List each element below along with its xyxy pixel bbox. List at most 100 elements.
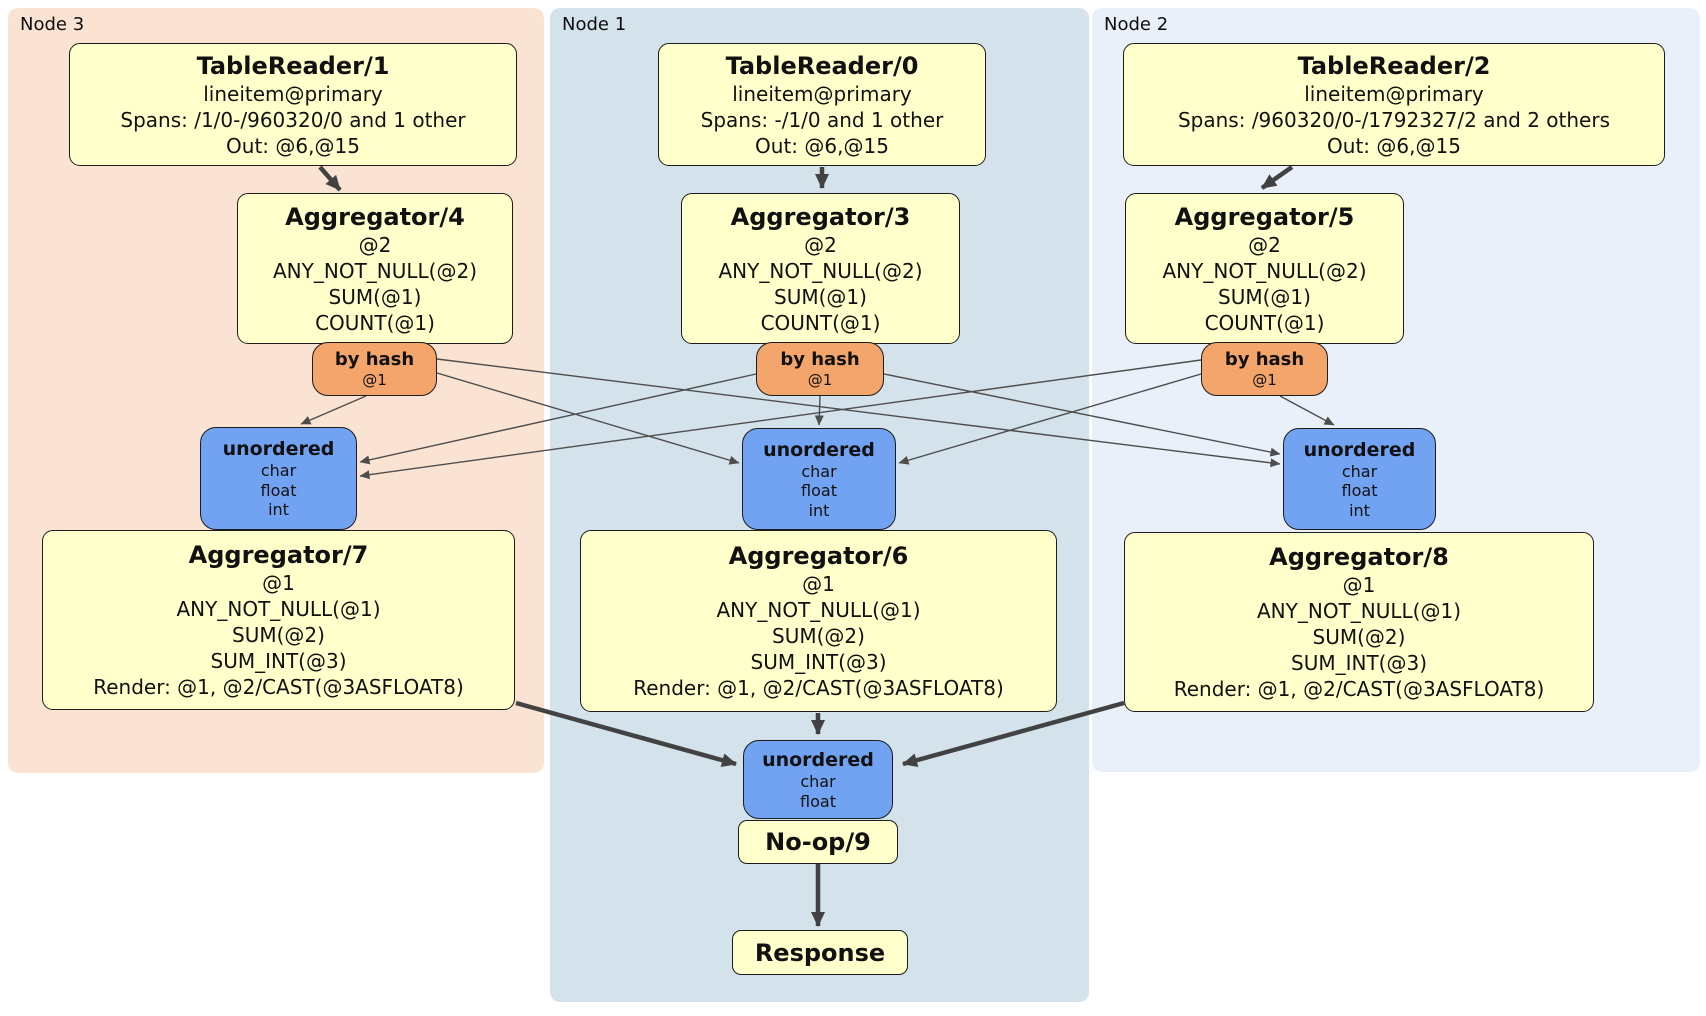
sync-unordered-final: unordered char float [743,740,893,819]
processor-title: TableReader/1 [196,51,390,80]
aggregator-fn: COUNT(@1) [315,310,435,335]
region-node1-label: Node 1 [562,14,627,35]
processor-title: Aggregator/8 [1269,543,1449,571]
tablereader-index: lineitem@primary [732,81,912,106]
router-by-hash-node3: by hash @1 [312,342,437,396]
aggregator-render: Render: @1, @2/CAST(@3ASFLOAT8) [633,676,1004,700]
tablereader-out: Out: @6,@15 [1327,133,1461,158]
edge-agg8-finalsync [902,700,1125,768]
processor-aggregator-3: Aggregator/3 @2 ANY_NOT_NULL(@2) SUM(@1)… [681,193,960,344]
response-node: Response [732,930,908,975]
router-title: by hash [780,349,860,370]
edge-router1-sync3 [359,373,757,465]
region-node3-label: Node 3 [20,14,85,35]
sync-unordered-node1: unordered char float int [742,428,896,530]
processor-aggregator-6: Aggregator/6 @1 ANY_NOT_NULL(@1) SUM(@2)… [580,530,1057,712]
processor-title: TableReader/2 [1297,51,1491,80]
response-title: Response [754,938,886,967]
aggregator-fn: SUM(@2) [1312,625,1406,649]
router-title: by hash [334,349,415,370]
edge-router1-sync1 [814,395,824,426]
sync-stream-type: float [1341,481,1378,501]
aggregator-group-key: @2 [358,232,392,257]
sync-stream-type: float [260,480,297,500]
aggregator-group-key: @1 [262,571,295,595]
edge-router2-sync2 [1279,395,1335,426]
router-key: @1 [807,371,833,389]
processor-tablereader-0: TableReader/0 lineitem@primary Spans: -/… [658,43,986,166]
processor-aggregator-4: Aggregator/4 @2 ANY_NOT_NULL(@2) SUM(@1)… [237,193,513,344]
aggregator-fn: SUM(@2) [232,623,325,647]
aggregator-fn: ANY_NOT_NULL(@1) [176,597,381,621]
sync-stream-type: float [800,791,836,811]
edge-router3-sync1 [436,372,740,465]
sync-stream-type: float [801,481,837,501]
sync-title: unordered [763,438,875,461]
aggregator-group-key: @2 [804,232,837,257]
aggregator-fn: SUM_INT(@3) [1291,651,1427,675]
aggregator-fn: SUM(@1) [328,284,422,309]
aggregator-fn: ANY_NOT_NULL(@1) [716,598,921,622]
aggregator-render: Render: @1, @2/CAST(@3ASFLOAT8) [1173,677,1545,701]
aggregator-render: Render: @1, @2/CAST(@3ASFLOAT8) [93,675,464,699]
aggregator-fn: SUM_INT(@3) [210,649,347,673]
aggregator-fn: SUM(@1) [774,284,867,309]
edge-agg7-finalsync [515,700,737,768]
sync-title: unordered [1303,438,1416,461]
processor-title: Aggregator/3 [730,202,911,231]
sync-unordered-node3: unordered char float int [200,427,357,530]
processor-title: Aggregator/4 [285,202,465,231]
aggregator-fn: SUM_INT(@3) [750,650,887,674]
aggregator-group-key: @1 [1342,573,1376,597]
processor-aggregator-8: Aggregator/8 @1 ANY_NOT_NULL(@1) SUM(@2)… [1124,532,1594,712]
region-node2-label: Node 2 [1104,14,1169,35]
sync-stream-type: char [801,461,837,481]
sync-stream-type: char [800,772,836,791]
aggregator-fn: COUNT(@1) [1204,310,1325,335]
aggregator-fn: SUM(@2) [772,624,865,648]
edge-router2-sync3 [359,359,1202,480]
sync-stream-type: char [1341,461,1378,481]
processor-title: No-op/9 [765,828,871,856]
aggregator-fn: SUM(@1) [1218,284,1311,309]
tablereader-spans: Spans: /1/0-/960320/0 and 1 other [120,107,466,132]
sync-title: unordered [222,438,335,461]
tablereader-index: lineitem@primary [203,81,383,106]
processor-title: TableReader/0 [725,51,919,80]
processor-tablereader-1: TableReader/1 lineitem@primary Spans: /1… [69,43,517,166]
edge-router2-sync1 [898,373,1202,465]
edge-tr1-agg4 [318,165,342,192]
sync-stream-type: int [268,500,289,520]
aggregator-fn: ANY_NOT_NULL(@2) [718,258,923,283]
aggregator-fn: ANY_NOT_NULL(@2) [273,258,477,283]
edge-router3-sync3 [300,395,367,425]
tablereader-spans: Spans: -/1/0 and 1 other [700,107,944,132]
sync-title: unordered [762,749,874,771]
aggregator-group-key: @2 [1248,232,1281,257]
router-by-hash-node1: by hash @1 [756,342,884,396]
tablereader-out: Out: @6,@15 [226,133,360,158]
aggregator-group-key: @1 [802,572,835,596]
tablereader-index: lineitem@primary [1304,81,1484,106]
processor-aggregator-5: Aggregator/5 @2 ANY_NOT_NULL(@2) SUM(@1)… [1125,193,1404,344]
processor-title: Aggregator/6 [728,542,909,570]
aggregator-fn: ANY_NOT_NULL(@2) [1162,258,1367,283]
router-key: @1 [362,371,387,389]
edge-router3-sync2 [436,358,1281,468]
sync-stream-type: char [260,461,297,481]
sync-unordered-node2: unordered char float int [1283,428,1436,530]
router-by-hash-node2: by hash @1 [1201,342,1328,396]
processor-noop-9: No-op/9 [738,820,898,864]
processor-tablereader-2: TableReader/2 lineitem@primary Spans: /9… [1123,43,1665,166]
processor-aggregator-7: Aggregator/7 @1 ANY_NOT_NULL(@1) SUM(@2)… [42,530,515,710]
edge-router1-sync2 [883,373,1281,457]
aggregator-fn: COUNT(@1) [760,310,881,335]
processor-title: Aggregator/7 [188,541,369,569]
processor-title: Aggregator/5 [1174,202,1355,231]
tablereader-spans: Spans: /960320/0-/1792327/2 and 2 others [1177,107,1610,132]
router-key: @1 [1252,371,1277,389]
sync-stream-type: int [1349,500,1370,520]
tablereader-out: Out: @6,@15 [755,133,889,158]
sync-stream-type: int [808,500,830,520]
